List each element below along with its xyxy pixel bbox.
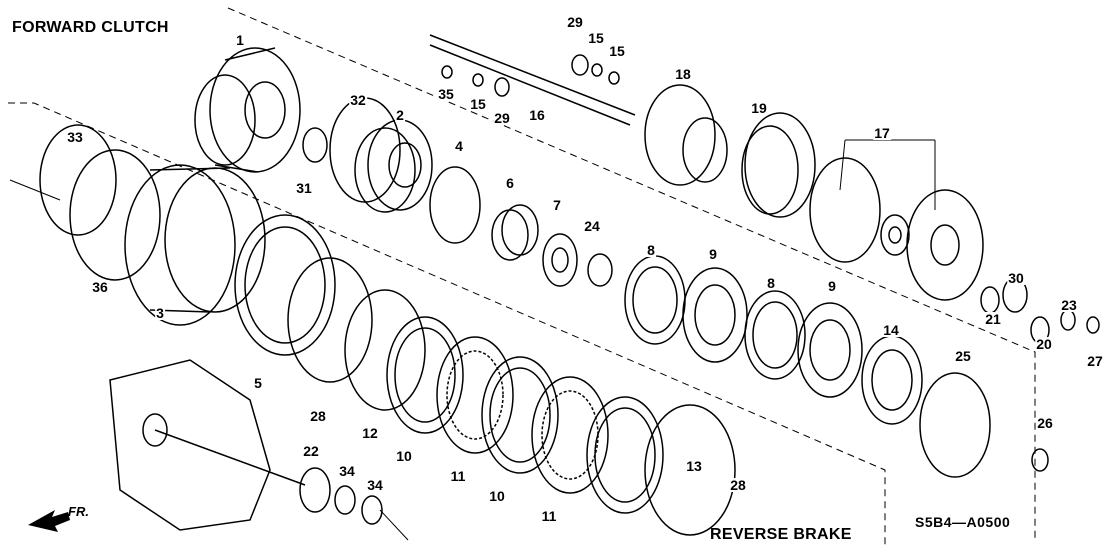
callout[interactable]: 31 (295, 180, 313, 196)
callout[interactable]: 7 (552, 197, 562, 213)
part-31 (302, 127, 328, 163)
callout[interactable]: 29 (566, 14, 584, 30)
part-28a (287, 257, 373, 383)
callout[interactable]: 5 (253, 375, 263, 391)
transmission-case (109, 359, 383, 531)
callout[interactable]: 32 (349, 92, 367, 108)
callout[interactable]: 35 (437, 86, 455, 102)
callout[interactable]: 17 (873, 125, 891, 141)
callout[interactable]: 30 (1007, 270, 1025, 286)
diagram-code: S5B4—A0500 (915, 514, 1011, 530)
callout[interactable]: 10 (488, 488, 506, 504)
callout[interactable]: 15 (469, 96, 487, 112)
group-boundary-lines (8, 7, 1036, 548)
forward-plates (429, 166, 991, 478)
callout[interactable]: 13 (685, 458, 703, 474)
callout[interactable]: 24 (583, 218, 601, 234)
callout[interactable]: 28 (729, 477, 747, 493)
front-indicator: FR. (68, 504, 89, 519)
part-piston (354, 119, 433, 213)
forward-clutch-title: FORWARD CLUTCH (12, 19, 169, 36)
callout[interactable]: 19 (750, 100, 768, 116)
callout[interactable]: 34 (338, 463, 356, 479)
callout[interactable]: 9 (827, 278, 837, 294)
front-arrow-icon (28, 510, 70, 532)
reverse-plates (386, 316, 736, 536)
callout[interactable]: 28 (309, 408, 327, 424)
callout[interactable]: 9 (708, 246, 718, 262)
callout[interactable]: 6 (505, 175, 515, 191)
leader-lines (9, 139, 936, 541)
callout[interactable]: 21 (984, 311, 1002, 327)
part-5 (234, 214, 336, 356)
callout[interactable]: 33 (66, 129, 84, 145)
callout[interactable]: 16 (528, 107, 546, 123)
part-12 (344, 289, 426, 411)
callout[interactable]: 12 (361, 425, 379, 441)
callout[interactable]: 1 (235, 32, 245, 48)
part-33 (39, 124, 117, 236)
callout[interactable]: 34 (366, 477, 384, 493)
callout[interactable]: 8 (646, 242, 656, 258)
callout[interactable]: 11 (540, 508, 558, 524)
callout[interactable]: 15 (587, 30, 605, 46)
part-36 (69, 149, 161, 281)
callout[interactable]: 27 (1086, 353, 1104, 369)
callout[interactable]: 36 (91, 279, 109, 295)
callout[interactable]: 11 (449, 468, 467, 484)
callout[interactable]: 3 (155, 305, 165, 321)
callout[interactable]: 29 (493, 110, 511, 126)
callout[interactable]: 10 (395, 448, 413, 464)
shaft-and-gears (429, 34, 1100, 472)
reverse-brake-title: REVERSE BRAKE (710, 526, 852, 543)
callout[interactable]: 20 (1035, 336, 1053, 352)
part-32 (329, 97, 401, 203)
callout[interactable]: 8 (766, 275, 776, 291)
part-clutch-drum (194, 47, 301, 173)
callout[interactable]: 2 (395, 107, 405, 123)
callout[interactable]: 25 (954, 348, 972, 364)
callout[interactable]: 26 (1036, 415, 1054, 431)
callout[interactable]: 4 (454, 138, 464, 154)
callout[interactable]: 18 (674, 66, 692, 82)
callout[interactable]: 23 (1060, 297, 1078, 313)
callout[interactable]: 22 (302, 443, 320, 459)
callout[interactable]: 15 (608, 43, 626, 59)
callout[interactable]: 14 (882, 322, 900, 338)
